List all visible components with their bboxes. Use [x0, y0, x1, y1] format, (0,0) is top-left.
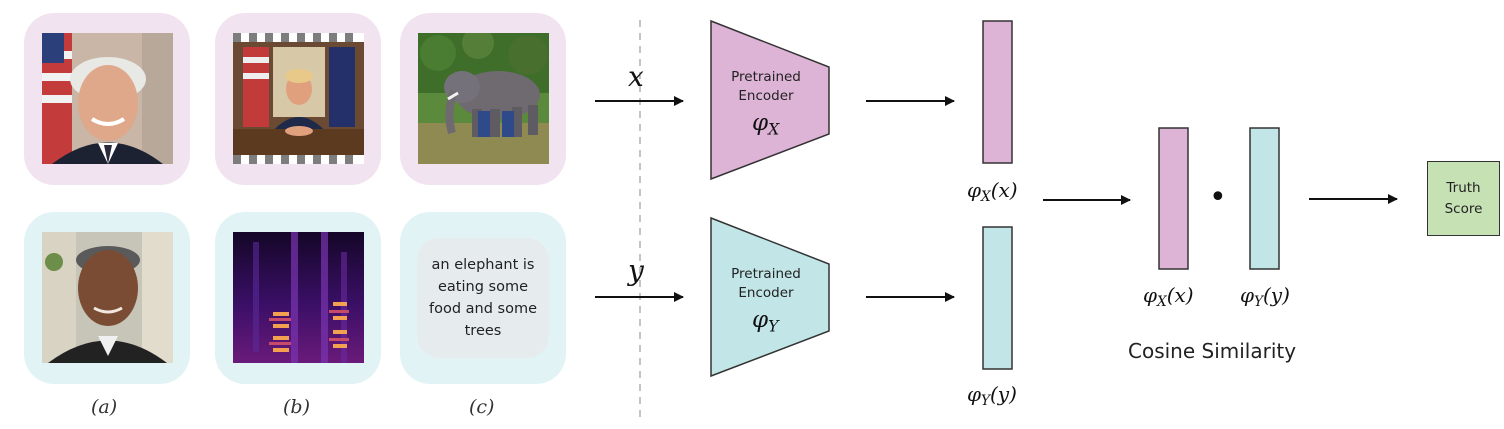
panel-label-a: (a) [91, 396, 118, 418]
card-b-bottom [215, 212, 381, 384]
spectrogram-image [233, 232, 364, 363]
encoder-y-trapezoid [710, 216, 830, 378]
card-b-top [215, 13, 381, 185]
elephant-image [418, 33, 549, 164]
card-a-bottom [24, 212, 190, 384]
similarity-x-label: φX(x) [1143, 283, 1194, 310]
similarity-y-bar [1249, 127, 1280, 270]
input-x-label: x [628, 60, 644, 93]
truth-score-box: Truth Score [1427, 161, 1500, 236]
encoder-x-trapezoid [710, 19, 830, 181]
video-frame-image [233, 33, 364, 164]
similarity-y-label: φY(y) [1240, 283, 1290, 310]
truth-score-line2: Score [1444, 200, 1483, 217]
embedding-x-bar [982, 20, 1013, 164]
encoder-x-text: Pretrained Encoder [731, 69, 801, 104]
dot-product-operator: • [1209, 180, 1227, 215]
panel-label-b: (b) [283, 396, 310, 418]
encoder-x-symbol: φX [752, 110, 780, 139]
truth-score-line1: Truth [1446, 179, 1481, 196]
embedding-y-bar [982, 226, 1013, 370]
caption-text-box: an elephant is eating some food and some… [417, 238, 549, 358]
caption-text: an elephant is eating some food and some… [428, 257, 538, 339]
panel-label-c: (c) [469, 396, 495, 418]
similarity-x-bar [1158, 127, 1189, 270]
card-c-top [400, 13, 566, 185]
card-c-bottom: an elephant is eating some food and some… [400, 212, 566, 384]
face-image-real [42, 232, 173, 363]
face-image-fake [42, 33, 173, 164]
encoder-y-text: Pretrained Encoder [731, 266, 801, 301]
embedding-y-label: φY(y) [967, 382, 1017, 409]
encoder-y-symbol: φY [752, 307, 779, 336]
cosine-similarity-title: Cosine Similarity [1128, 339, 1297, 363]
card-a-top [24, 13, 190, 185]
embedding-x-label: φX(x) [967, 178, 1018, 205]
input-y-label: y [628, 254, 644, 287]
